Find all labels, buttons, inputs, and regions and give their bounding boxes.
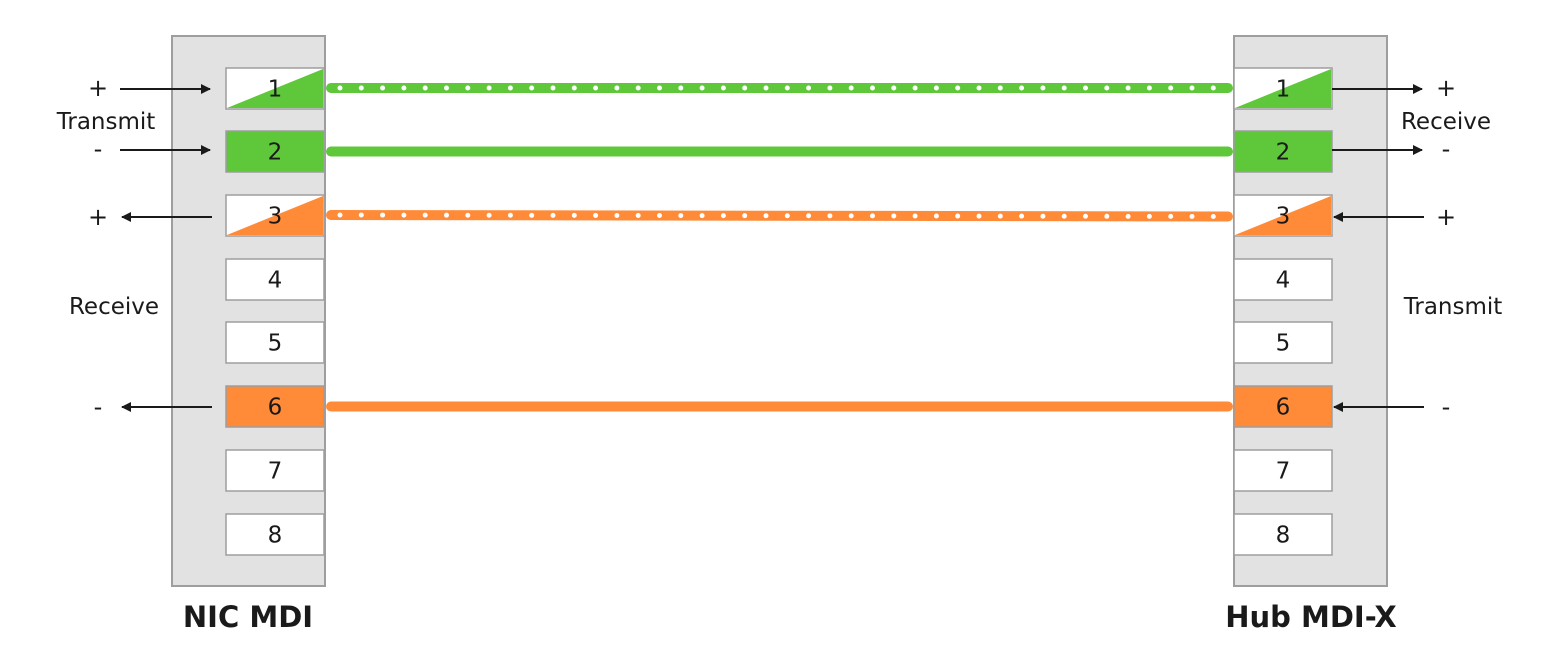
cable-wires: [326, 83, 1233, 412]
wire-stripe-dots: [337, 212, 1229, 219]
nic-pin-label: 5: [268, 331, 283, 357]
nic-rx-minus-sign: -: [94, 393, 103, 421]
nic-pin-4: 4: [225, 258, 325, 301]
hub-pin-4: 4: [1233, 258, 1333, 301]
hub-pin-3: 3: [1233, 194, 1333, 237]
nic-pin-column: 1 2 3 4 5 6 7 8: [225, 67, 325, 556]
nic-pin-5: 5: [225, 321, 325, 364]
hub-pin-box: [1233, 385, 1333, 428]
hub-rx-plus-sign: +: [1436, 74, 1456, 102]
nic-pin-box: [225, 385, 325, 428]
nic-tx-minus-sign: -: [94, 135, 103, 163]
hub-transmit-label: Transmit: [1403, 294, 1503, 320]
hub-pin-box: [1233, 513, 1333, 556]
nic-pin-box: [225, 513, 325, 556]
nic-receive-label: Receive: [69, 294, 159, 320]
nic-pin-label: 1: [268, 77, 283, 103]
hub-pin-label: 2: [1276, 140, 1291, 166]
nic-pin-8: 8: [225, 513, 325, 556]
hub-pin-label: 8: [1276, 523, 1291, 549]
hub-pin-half-fill: [1235, 69, 1331, 108]
nic-pin-box: [225, 321, 325, 364]
hub-pin-label: 4: [1276, 268, 1291, 294]
nic-pin-1: 1: [225, 67, 325, 110]
hub-pin-6: 6: [1233, 385, 1333, 428]
nic-pin-7: 7: [225, 449, 325, 492]
hub-pin-label: 6: [1276, 395, 1291, 421]
hub-pin-7: 7: [1233, 449, 1333, 492]
hub-mdix-panel: [1233, 35, 1388, 587]
nic-pin-half-fill: [227, 196, 323, 235]
nic-pin-label: 6: [268, 395, 283, 421]
hub-pin-box: [1233, 258, 1333, 301]
hub-pin-half-fill: [1235, 196, 1331, 235]
hub-tx-plus-sign: +: [1436, 203, 1456, 231]
nic-tx-plus-sign: +: [88, 74, 108, 102]
hub-tx-minus-sign: -: [1442, 393, 1451, 421]
nic-mdi-title: NIC MDI: [183, 600, 313, 634]
hub-pin-box: [1233, 130, 1333, 173]
nic-pin-half-fill: [227, 69, 323, 108]
hub-pin-8: 8: [1233, 513, 1333, 556]
nic-pin-box: [225, 258, 325, 301]
nic-pin-6: 6: [225, 385, 325, 428]
nic-transmit-label: Transmit: [56, 109, 156, 135]
nic-pin-box: [225, 130, 325, 173]
hub-pin-column: 1 2 3 4 5 6 7 8: [1233, 67, 1333, 556]
hub-pin-5: 5: [1233, 321, 1333, 364]
hub-pin-label: 5: [1276, 331, 1291, 357]
nic-pin-label: 4: [268, 268, 283, 294]
hub-receive-label: Receive: [1401, 109, 1491, 135]
nic-pin-label: 8: [268, 523, 283, 549]
hub-mdix-title: Hub MDI-X: [1225, 600, 1397, 634]
hub-pin-box: [1233, 449, 1333, 492]
hub-pin-1: 1: [1233, 67, 1333, 110]
nic-pin-box: [225, 449, 325, 492]
hub-pin-label: 1: [1276, 77, 1291, 103]
hub-pin-label: 7: [1276, 459, 1291, 485]
nic-pin-2: 2: [225, 130, 325, 173]
hub-pin-label: 3: [1276, 204, 1291, 230]
hub-pin-2: 2: [1233, 130, 1333, 173]
nic-pin-3: 3: [225, 194, 325, 237]
nic-mdi-panel: [171, 35, 326, 587]
nic-rx-plus-sign: +: [88, 203, 108, 231]
hub-rx-minus-sign: -: [1442, 135, 1451, 163]
wire-pin-3: [326, 210, 1233, 222]
nic-pin-label: 7: [268, 459, 283, 485]
wire-line: [326, 210, 1233, 222]
nic-pin-label: 2: [268, 140, 283, 166]
hub-pin-box: [1233, 321, 1333, 364]
nic-pin-label: 3: [268, 204, 283, 230]
